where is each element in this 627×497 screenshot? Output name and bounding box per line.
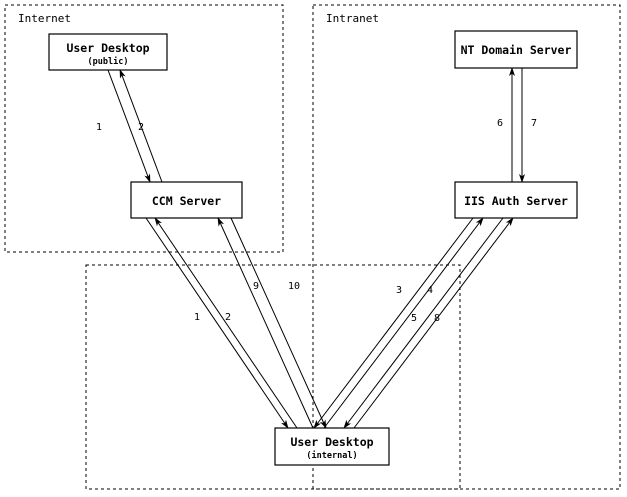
flow-arrow-step-4 <box>323 217 484 429</box>
zone-internet: Internet <box>4 4 284 253</box>
zone-label-intranet: Intranet <box>326 12 379 25</box>
edge-step-label-2: 2 <box>225 312 231 323</box>
node-title-user-desktop-internal: User Desktop <box>290 435 373 449</box>
flow-arrow-step-9 <box>217 217 314 429</box>
node-box-ccm-server[interactable] <box>130 181 243 219</box>
edge-step-label-3: 3 <box>396 285 402 296</box>
node-nt-domain-server[interactable]: NT Domain Server <box>454 30 578 69</box>
node-user-desktop-public[interactable]: User Desktop(public) <box>48 33 168 71</box>
edge-step-label-9: 9 <box>253 281 259 292</box>
node-title-ccm-server: CCM Server <box>152 194 221 208</box>
flow-arrow-step-2 <box>154 217 298 429</box>
zone-intranet: Intranet <box>312 4 621 490</box>
node-box-iis-auth-server[interactable] <box>454 181 578 219</box>
edge-step-label-1: 1 <box>96 122 102 133</box>
zone-label-internet: Internet <box>18 12 71 25</box>
node-subtitle-user-desktop-internal: (internal) <box>306 450 357 461</box>
flow-arrow-step-1 <box>145 217 289 429</box>
zone-internal-lan <box>85 264 461 490</box>
node-box-user-desktop-public[interactable] <box>48 33 168 71</box>
flow-arrow-step-2 <box>119 69 163 183</box>
node-title-user-desktop-public: User Desktop <box>66 41 149 55</box>
node-ccm-server[interactable]: CCM Server <box>130 181 243 219</box>
zone-boundary-internal-lan <box>85 264 461 490</box>
edge-step-label-8: 8 <box>434 313 440 324</box>
flow-arrow-step-1 <box>107 69 151 183</box>
flow-arrow-step-10 <box>230 217 327 429</box>
node-box-nt-domain-server[interactable] <box>454 30 578 69</box>
node-title-nt-domain-server: NT Domain Server <box>461 43 572 57</box>
node-user-desktop-internal[interactable]: User Desktop(internal) <box>274 427 390 466</box>
flow-arrow-step-3 <box>313 217 474 429</box>
edge-step-label-2: 2 <box>138 122 144 133</box>
flow-arrow-step-5 <box>343 217 504 429</box>
zone-boundary-intranet <box>312 4 621 490</box>
edge-step-label-4: 4 <box>427 285 433 296</box>
edge-step-label-7: 7 <box>531 118 537 129</box>
edge-step-label-6: 6 <box>497 118 503 129</box>
node-iis-auth-server[interactable]: IIS Auth Server <box>454 181 578 219</box>
edge-labels-layer: 1 2 1 2 3 4 5 8 6 7 9 10 <box>96 118 537 324</box>
flow-arrow-step-8 <box>353 217 514 429</box>
node-title-iis-auth-server: IIS Auth Server <box>464 194 568 208</box>
zones-layer: Internet Intranet <box>4 4 621 490</box>
node-subtitle-user-desktop-public: (public) <box>88 56 129 67</box>
edge-step-label-10: 10 <box>288 281 300 292</box>
edge-step-label-1: 1 <box>194 312 200 323</box>
zone-boundary-internet <box>4 4 284 253</box>
edge-step-label-5: 5 <box>411 313 417 324</box>
edges-layer <box>107 67 525 429</box>
node-box-user-desktop-internal[interactable] <box>274 427 390 466</box>
